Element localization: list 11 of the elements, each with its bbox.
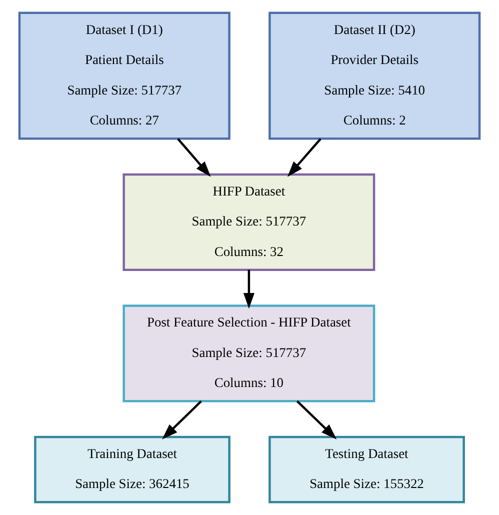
arrow <box>243 270 254 309</box>
arrow <box>296 400 337 440</box>
arrow <box>162 400 202 440</box>
node-box: Dataset II (D2) Provider Details Sample Size: 5410 Columns: 2 <box>268 12 481 140</box>
arrow <box>177 138 211 177</box>
node-box: HIFP Dataset Sample Size: 517737 Columns: 32 <box>122 173 376 271</box>
node-box: Testing Dataset Sample Size: 155322 <box>268 436 465 504</box>
node-box: Dataset I (D1) Patient Details Sample Size: 517737 Columns: 27 <box>18 12 230 140</box>
node-box: Training Dataset Sample Size: 362415 <box>34 436 230 504</box>
arrow <box>287 138 322 177</box>
node-box: Post Feature Selection - HIFP Dataset Sample Size: 517737 Columns: 10 <box>122 304 376 402</box>
